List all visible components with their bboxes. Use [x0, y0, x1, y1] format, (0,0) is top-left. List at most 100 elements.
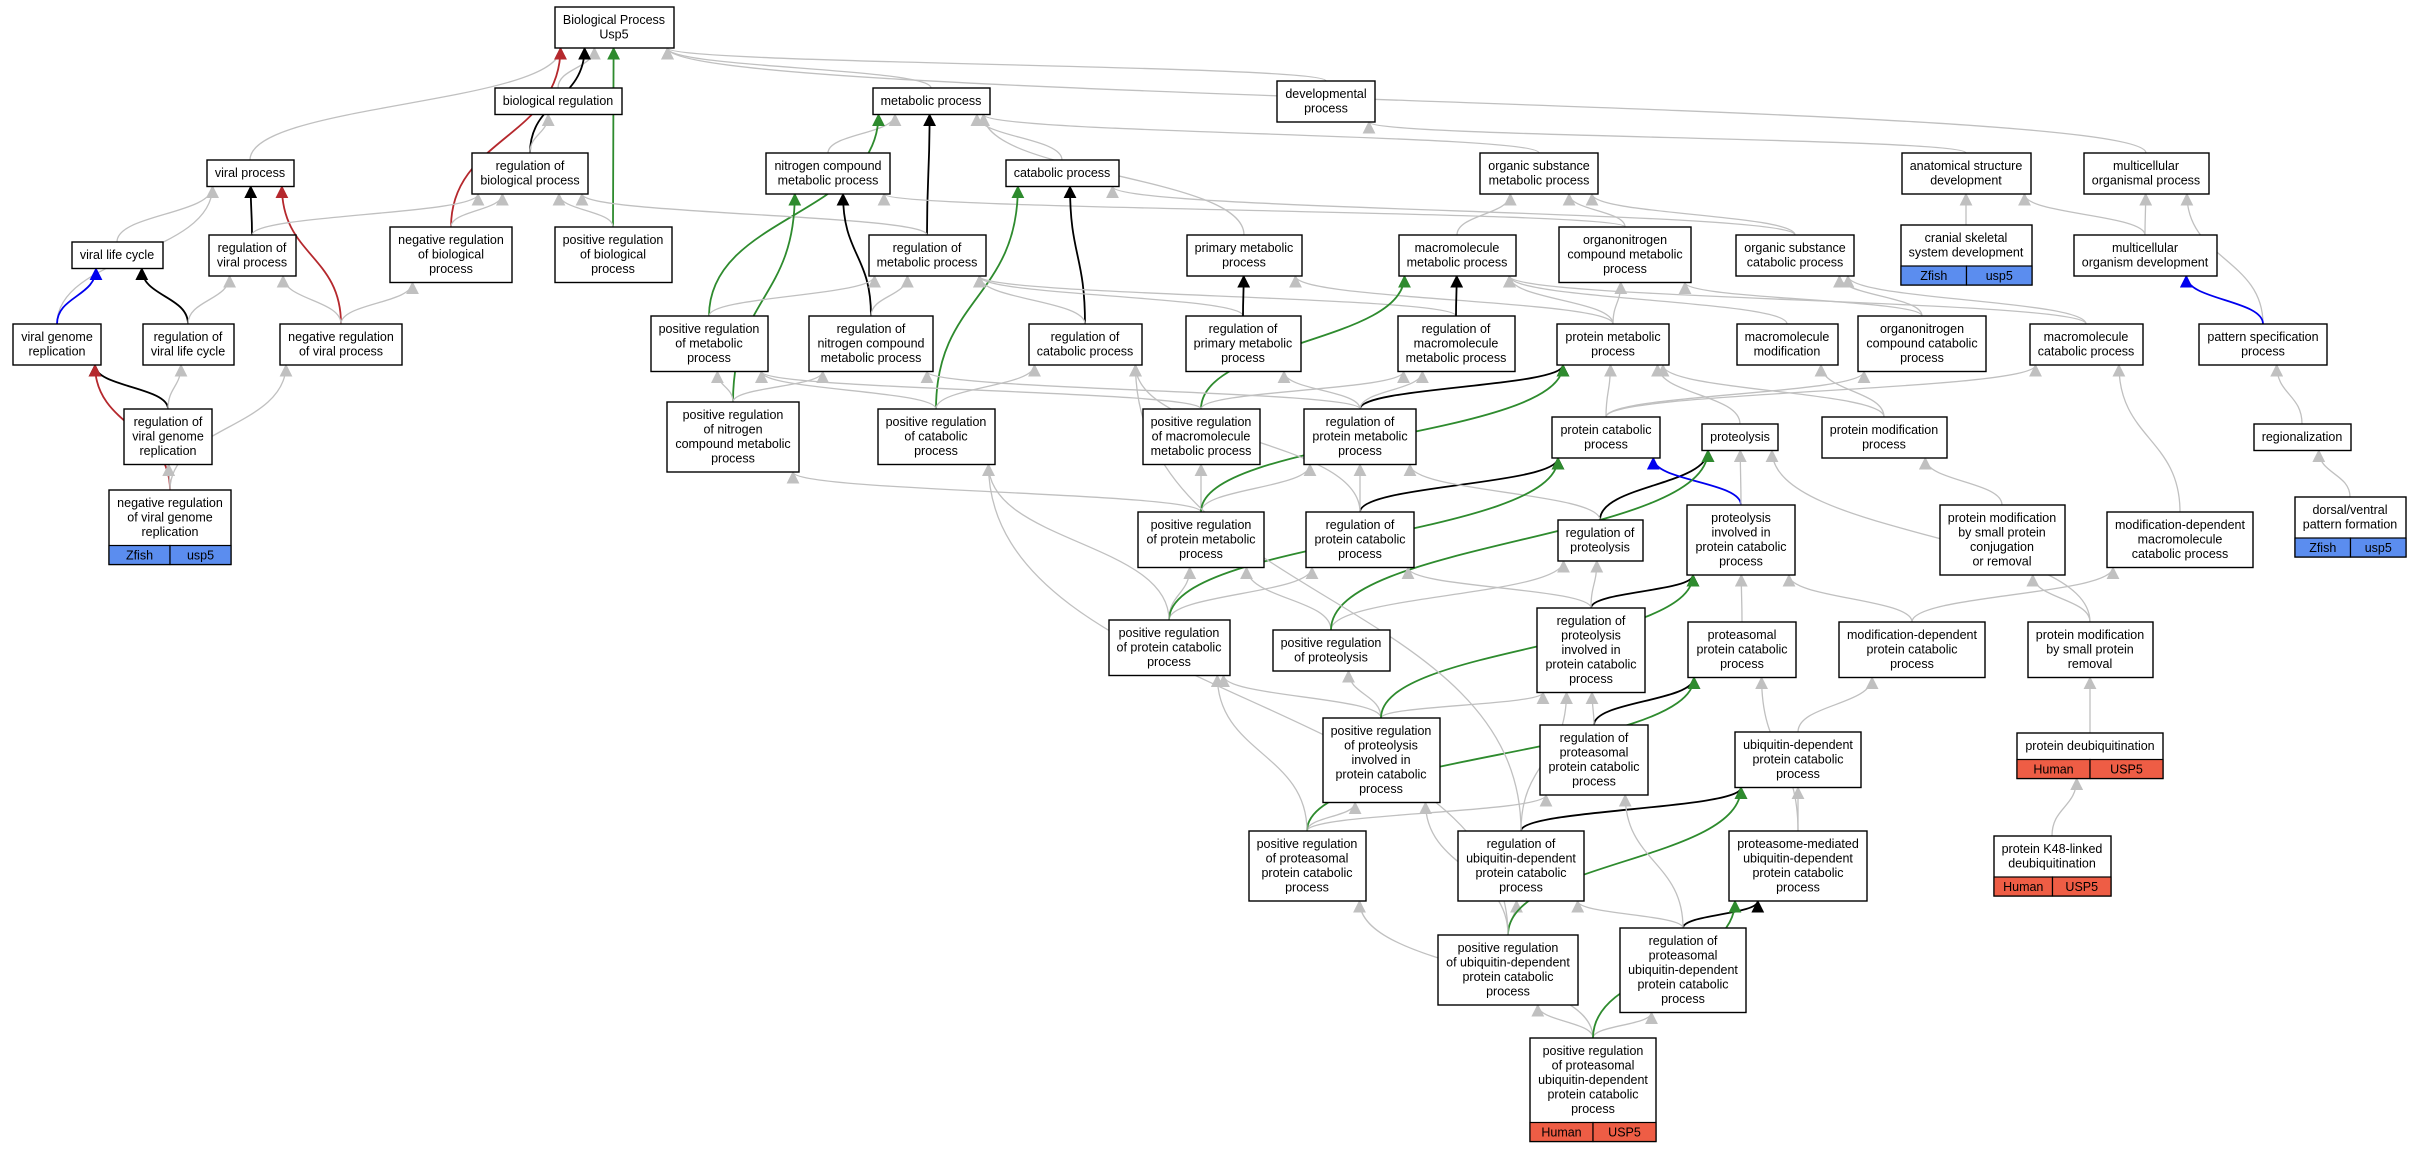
edge-default [1330, 559, 1570, 631]
node-box [2027, 621, 2154, 679]
node-label-line: process [1179, 547, 1223, 561]
node-label-line: removal [2068, 657, 2112, 671]
node-label-line: metabolic process [821, 351, 922, 365]
edge-default [1918, 456, 2003, 506]
edge-default [1585, 691, 1599, 726]
node-box [1939, 504, 2066, 576]
edge-black [1450, 274, 1464, 317]
go-term-node-regulation-of-proteasomal-ubiquitin-dependent-protein-catabolic-process[interactable]: regulation ofproteasomalubiquitin-depend… [1619, 927, 1747, 1014]
go-term-node-biological-regulation[interactable]: biological regulation [494, 87, 623, 116]
node-box [1479, 152, 1599, 195]
node-label-line: positive regulation [1458, 941, 1559, 955]
go-term-node-viral-life-cycle[interactable]: viral life cycle [71, 241, 164, 270]
node-label-line: of viral genome [127, 511, 213, 525]
node-label-line: catabolic process [1037, 345, 1134, 359]
node-box [1539, 724, 1649, 796]
go-term-node-catabolic-process[interactable]: catabolic process [1005, 159, 1120, 188]
node-label-line: positive regulation [886, 415, 987, 429]
node-label-line: dorsal/ventral [2312, 503, 2387, 517]
go-term-node-regulation-of-ubiquitin-dependent-protein-catabolic-process[interactable]: regulation ofubiquitin-dependentprotein … [1457, 830, 1585, 902]
node-box [868, 234, 987, 277]
edge-default [1200, 463, 1317, 513]
node-label-line: catabolic process [1014, 166, 1111, 180]
node-label-line: regulation of [154, 330, 223, 344]
go-term-node-viral-process[interactable]: viral process [206, 159, 295, 188]
node-label-line: pattern specification [2207, 330, 2318, 344]
go-term-node-proteasome-mediated-ubiquitin-dependent-protein-catabolic-process[interactable]: proteasome-mediatedubiquitin-dependentpr… [1728, 830, 1868, 902]
node-label-line: pattern formation [2303, 518, 2398, 532]
edge-default [1289, 274, 1614, 325]
node-label-line: metabolic process [1151, 444, 1252, 458]
species-tag-label: usp5 [187, 549, 214, 563]
go-term-node-proteolysis[interactable]: proteolysis [1701, 423, 1779, 452]
edge-green [1330, 449, 1715, 631]
node-box [872, 87, 991, 116]
go-term-node-metabolic-process[interactable]: metabolic process [872, 87, 991, 116]
node-label-line: proteasomal [1649, 949, 1718, 963]
go-term-node-regionalization[interactable]: regionalization [2253, 423, 2352, 452]
node-label-line: process [1338, 444, 1382, 458]
go-term-node-modification-dependent-macromolecule-catabolic-process[interactable]: modification-dependentmacromoleculecatab… [2106, 511, 2254, 569]
node-label-line: protein catabolic [1462, 970, 1553, 984]
